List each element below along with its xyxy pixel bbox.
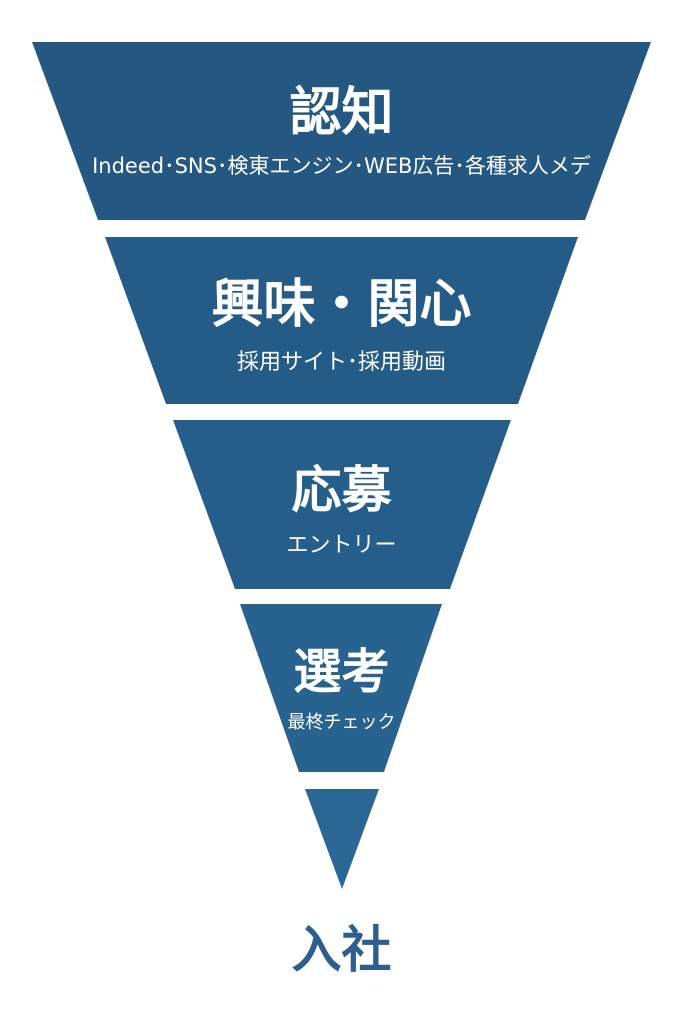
stage-2-title: 興味・関心 xyxy=(211,275,472,335)
funnel-stage-1 xyxy=(32,42,651,220)
stage-3-subtitle: エントリー xyxy=(286,533,397,558)
stage-1-title: 認知 xyxy=(289,83,394,143)
stage-1-subtitle: Indeed･SNS･検東エンジン･WEB広告･各種求人メデ xyxy=(92,154,591,178)
funnel-stage-2 xyxy=(105,237,578,404)
funnel-stage-4 xyxy=(240,604,442,772)
stage-4-title: 選考 xyxy=(293,644,390,700)
stage-3-title: 応募 xyxy=(291,461,392,519)
result-label: 入社 xyxy=(291,921,392,979)
funnel-stage-3 xyxy=(173,420,511,589)
stage-2-subtitle: 採用サイト･採用動画 xyxy=(236,350,446,375)
funnel-stage-5 xyxy=(305,789,379,889)
stage-4-subtitle: 最柊チェック xyxy=(287,712,396,733)
